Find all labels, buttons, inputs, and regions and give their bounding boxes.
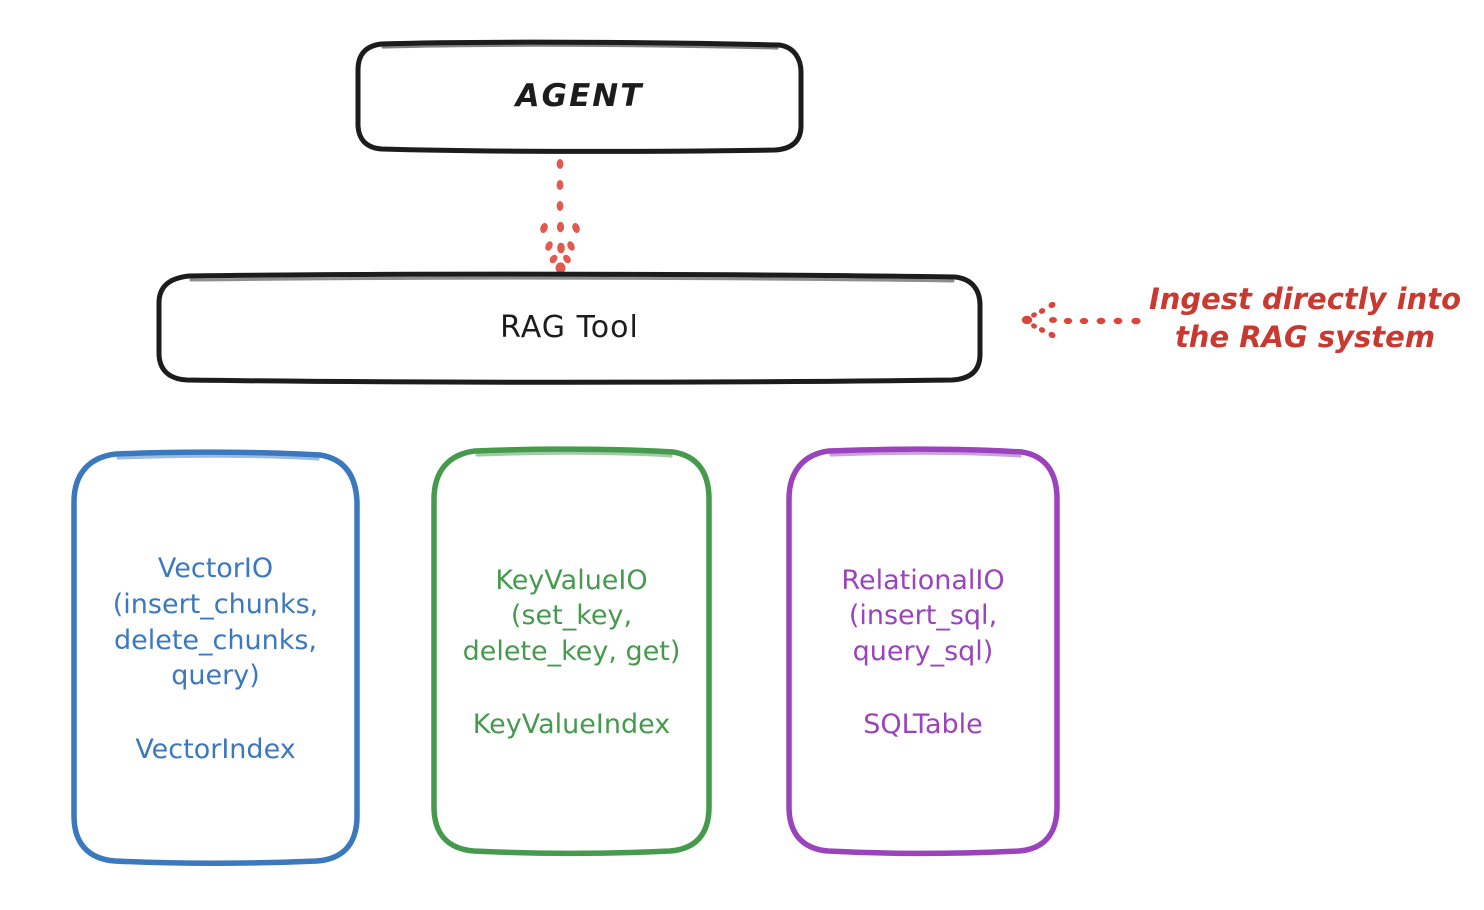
relationalio-sublabel: SQLTable [863,709,983,741]
rag-tool-label: RAG Tool [500,310,639,345]
node-vectorio[interactable]: VectorIO (insert_chunks, delete_chunks, … [70,449,361,866]
relationalio-label: RelationalIO (insert_sql, query_sql) [841,564,1005,667]
ingest-annotation-text: Ingest directly into the RAG system [1148,282,1462,355]
vectorio-sublabel: VectorIndex [135,733,296,765]
node-keyvalueio[interactable]: KeyValueIO (set_key, delete_key, get) Ke… [430,446,713,856]
agent-to-rag-tool-arrow [540,159,580,274]
vectorio-label: VectorIO (insert_chunks, delete_chunks, … [112,553,319,692]
node-agent[interactable]: AGENT [355,39,804,154]
node-relationalio[interactable]: RelationalIO (insert_sql, query_sql) SQL… [785,446,1061,856]
node-rag-tool[interactable]: RAG Tool [155,271,984,385]
ingest-to-rag-tool-arrow [1021,301,1141,339]
agent-label: AGENT [515,78,644,115]
keyvalueio-label: KeyValueIO (set_key, delete_key, get) [462,564,681,667]
keyvalueio-sublabel: KeyValueIndex [472,709,671,741]
